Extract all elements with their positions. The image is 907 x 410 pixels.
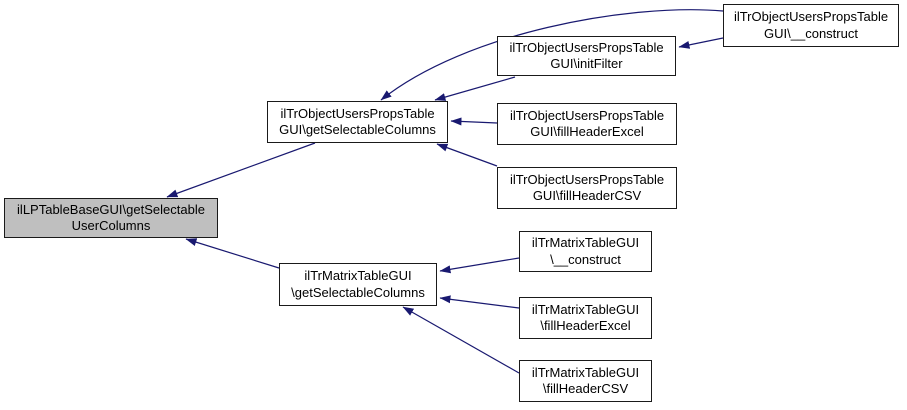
edge-matrix-construct-to-matrix-getSelectableColumns: [439, 257, 520, 274]
node-matrix-getSelectableColumns[interactable]: ilTrMatrixTableGUI\getSelectableColumns: [279, 263, 437, 306]
node-label-line: \getSelectableColumns: [291, 284, 425, 300]
node-label-line: GUI\__construct: [764, 25, 858, 41]
node-label-line: GUI\getSelectableColumns: [279, 122, 436, 137]
node-label-line: GUI\fillHeaderExcel: [530, 124, 644, 139]
node-matrix-construct[interactable]: ilTrMatrixTableGUI\__construct: [519, 231, 652, 272]
edge-matrix-getSelectableColumns-to-lp-getSelectableUserColumns: [185, 238, 280, 269]
node-label-line: ilTrMatrixTableGUI: [531, 301, 640, 317]
node-label-line: GUI\fillHeaderCSV: [532, 188, 642, 203]
edge-trobj-construct-to-trobj-getSelectableColumns: [380, 9, 724, 101]
node-label-line: \fillHeaderCSV: [542, 381, 629, 396]
node-label-line: ilTrObjectUsersPropsTable: [280, 105, 435, 121]
edge-trobj-getSelectableColumns-to-lp-getSelectableUserColumns: [166, 142, 316, 198]
node-label-line: ilTrObjectUsersPropsTable: [509, 107, 665, 123]
node-label-line: ilLPTableBaseGUI\getSelectable: [17, 201, 205, 217]
node-label-line: UserColumns: [71, 218, 151, 233]
node-label-line: ilTrObjectUsersPropsTable: [509, 39, 664, 55]
edge-trobj-construct-to-trobj-initFilter: [678, 37, 724, 49]
edge-matrix-fillHeaderExcel-to-matrix-getSelectableColumns: [439, 295, 520, 309]
edge-trobj-fillHeaderCSV-to-trobj-getSelectableColumns: [436, 143, 498, 167]
node-matrix-fillHeaderCSV[interactable]: ilTrMatrixTableGUI\fillHeaderCSV: [519, 360, 652, 402]
node-label-line: \fillHeaderExcel: [540, 318, 631, 333]
node-label-line: ilTrObjectUsersPropsTable: [733, 9, 889, 24]
edge-trobj-initFilter-to-trobj-getSelectableColumns: [434, 76, 516, 101]
node-matrix-fillHeaderExcel[interactable]: ilTrMatrixTableGUI\fillHeaderExcel: [519, 297, 652, 339]
node-label-line: ilTrMatrixTableGUI: [531, 235, 640, 250]
edge-matrix-fillHeaderCSV-to-matrix-getSelectableColumns: [402, 306, 520, 374]
node-label-line: ilTrMatrixTableGUI: [531, 364, 640, 380]
node-label-line: ilTrObjectUsersPropsTable: [509, 171, 665, 187]
node-label-line: ilTrMatrixTableGUI: [304, 268, 412, 283]
node-label-line: \__construct: [550, 251, 621, 267]
edge-trobj-fillHeaderExcel-to-trobj-getSelectableColumns: [450, 117, 498, 126]
node-label-line: GUI\initFilter: [550, 56, 623, 71]
